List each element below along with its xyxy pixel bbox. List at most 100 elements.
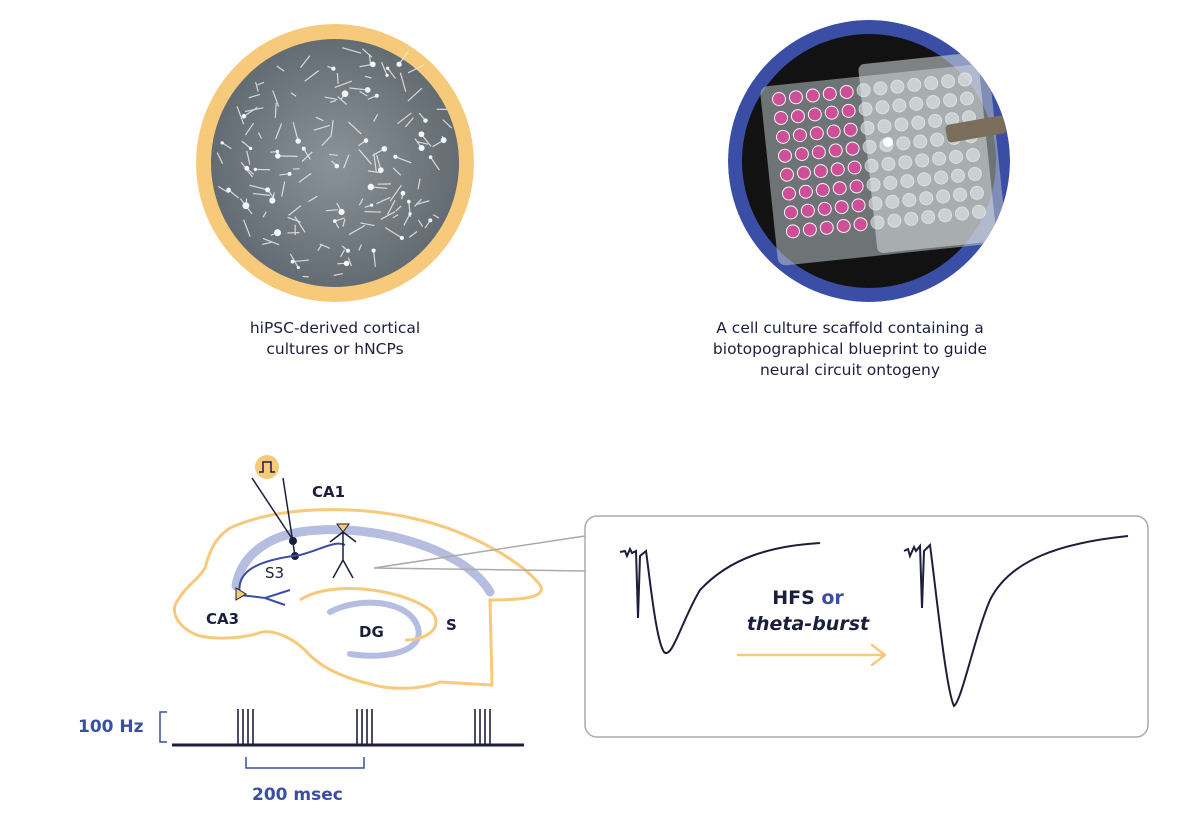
- left-caption: hiPSC-derived cortical cultures or hNCPs: [180, 318, 490, 360]
- cell-process: [403, 213, 411, 226]
- plate-well: [953, 187, 968, 202]
- cell-process: [361, 48, 373, 58]
- cell-process: [329, 100, 337, 103]
- plate-well: [822, 86, 837, 101]
- cell-body: [301, 146, 306, 151]
- cell-body: [287, 171, 292, 176]
- cell-body: [343, 260, 350, 267]
- plate-well: [915, 153, 930, 168]
- cell-process: [373, 250, 376, 267]
- cell-process: [442, 119, 453, 129]
- cell-body: [338, 208, 345, 216]
- cell-body: [364, 87, 371, 93]
- plate-well: [836, 219, 851, 234]
- cell-process: [336, 73, 339, 84]
- plate-well: [943, 93, 958, 108]
- rate-bracket: [159, 711, 167, 743]
- recording-panel: [584, 515, 1149, 738]
- plate-well: [868, 196, 883, 211]
- cell-process: [252, 193, 271, 196]
- cell-process: [241, 140, 251, 149]
- cell-body: [242, 202, 250, 210]
- cell-process: [432, 214, 440, 219]
- plate-well: [881, 156, 896, 171]
- cell-body: [399, 235, 404, 240]
- cell-process: [373, 114, 379, 122]
- plate-well: [887, 213, 902, 228]
- cell-process: [340, 249, 346, 258]
- cell-body: [220, 141, 224, 145]
- plate-well: [902, 193, 917, 208]
- plate-well: [904, 211, 919, 226]
- plate-well: [913, 134, 928, 149]
- label-s: S: [446, 616, 457, 634]
- cell-process: [387, 67, 396, 79]
- cell-process: [276, 65, 285, 72]
- plate-well: [873, 81, 888, 96]
- cell-process: [288, 205, 302, 216]
- cell-body: [290, 259, 295, 264]
- baseline-trace: [619, 542, 821, 655]
- cell-body: [396, 61, 402, 67]
- plate-well: [815, 182, 830, 197]
- cell-process: [335, 217, 345, 222]
- plate-well: [877, 119, 892, 134]
- plate-well: [783, 205, 798, 220]
- plate-well: [834, 200, 849, 215]
- cell-process: [216, 152, 224, 165]
- plate-well: [924, 76, 939, 91]
- label-ca1: CA1: [312, 483, 345, 501]
- cell-process: [342, 218, 346, 227]
- cortical-culture-image: [196, 24, 474, 302]
- cell-body: [253, 167, 258, 172]
- plate-well: [898, 155, 913, 170]
- schaffer-collateral: [238, 542, 346, 606]
- cell-process: [392, 214, 399, 219]
- cell-body: [241, 113, 247, 119]
- cell-process: [358, 244, 362, 251]
- cell-process: [414, 198, 422, 207]
- cell-process: [287, 216, 301, 223]
- plate-well: [774, 110, 789, 125]
- stimulus-pulse-icon: [259, 461, 275, 473]
- plate-well: [819, 220, 834, 235]
- cell-body: [248, 146, 253, 151]
- cell-process: [416, 141, 429, 145]
- dentate-inner-outline: [299, 587, 438, 642]
- cell-process: [244, 122, 255, 136]
- cell-process: [395, 205, 402, 212]
- plate-well: [967, 166, 982, 181]
- plate-well: [969, 185, 984, 200]
- cell-process: [417, 219, 424, 227]
- right-caption-line-3: neural circuit ontogeny: [759, 361, 941, 379]
- cell-process: [334, 80, 353, 88]
- cell-process: [298, 172, 312, 183]
- cell-process: [236, 106, 245, 125]
- left-caption-line-2: cultures or hNCPs: [266, 340, 404, 358]
- cell-process: [360, 222, 375, 227]
- cell-body: [296, 266, 300, 270]
- callout-connector: [373, 535, 586, 572]
- cell-process: [348, 224, 366, 236]
- cell-process: [343, 154, 350, 169]
- plate-well: [788, 90, 803, 105]
- cell-process: [257, 81, 265, 86]
- cell-body: [334, 163, 340, 169]
- cell-body: [408, 212, 412, 216]
- plate-well: [858, 102, 873, 117]
- plate-well: [955, 206, 970, 221]
- plate-well: [817, 201, 832, 216]
- cell-process: [275, 123, 283, 140]
- cell-process: [317, 244, 323, 252]
- cell-body: [274, 229, 282, 237]
- cell-process: [299, 55, 311, 69]
- plate-well: [830, 162, 845, 177]
- cell-process: [380, 61, 388, 76]
- cell-process: [359, 90, 368, 97]
- plate-well: [958, 72, 973, 87]
- cell-body: [407, 199, 411, 204]
- cell-body: [265, 187, 271, 193]
- cell-process: [415, 200, 430, 206]
- cell-process: [292, 122, 299, 142]
- cell-body: [275, 149, 280, 154]
